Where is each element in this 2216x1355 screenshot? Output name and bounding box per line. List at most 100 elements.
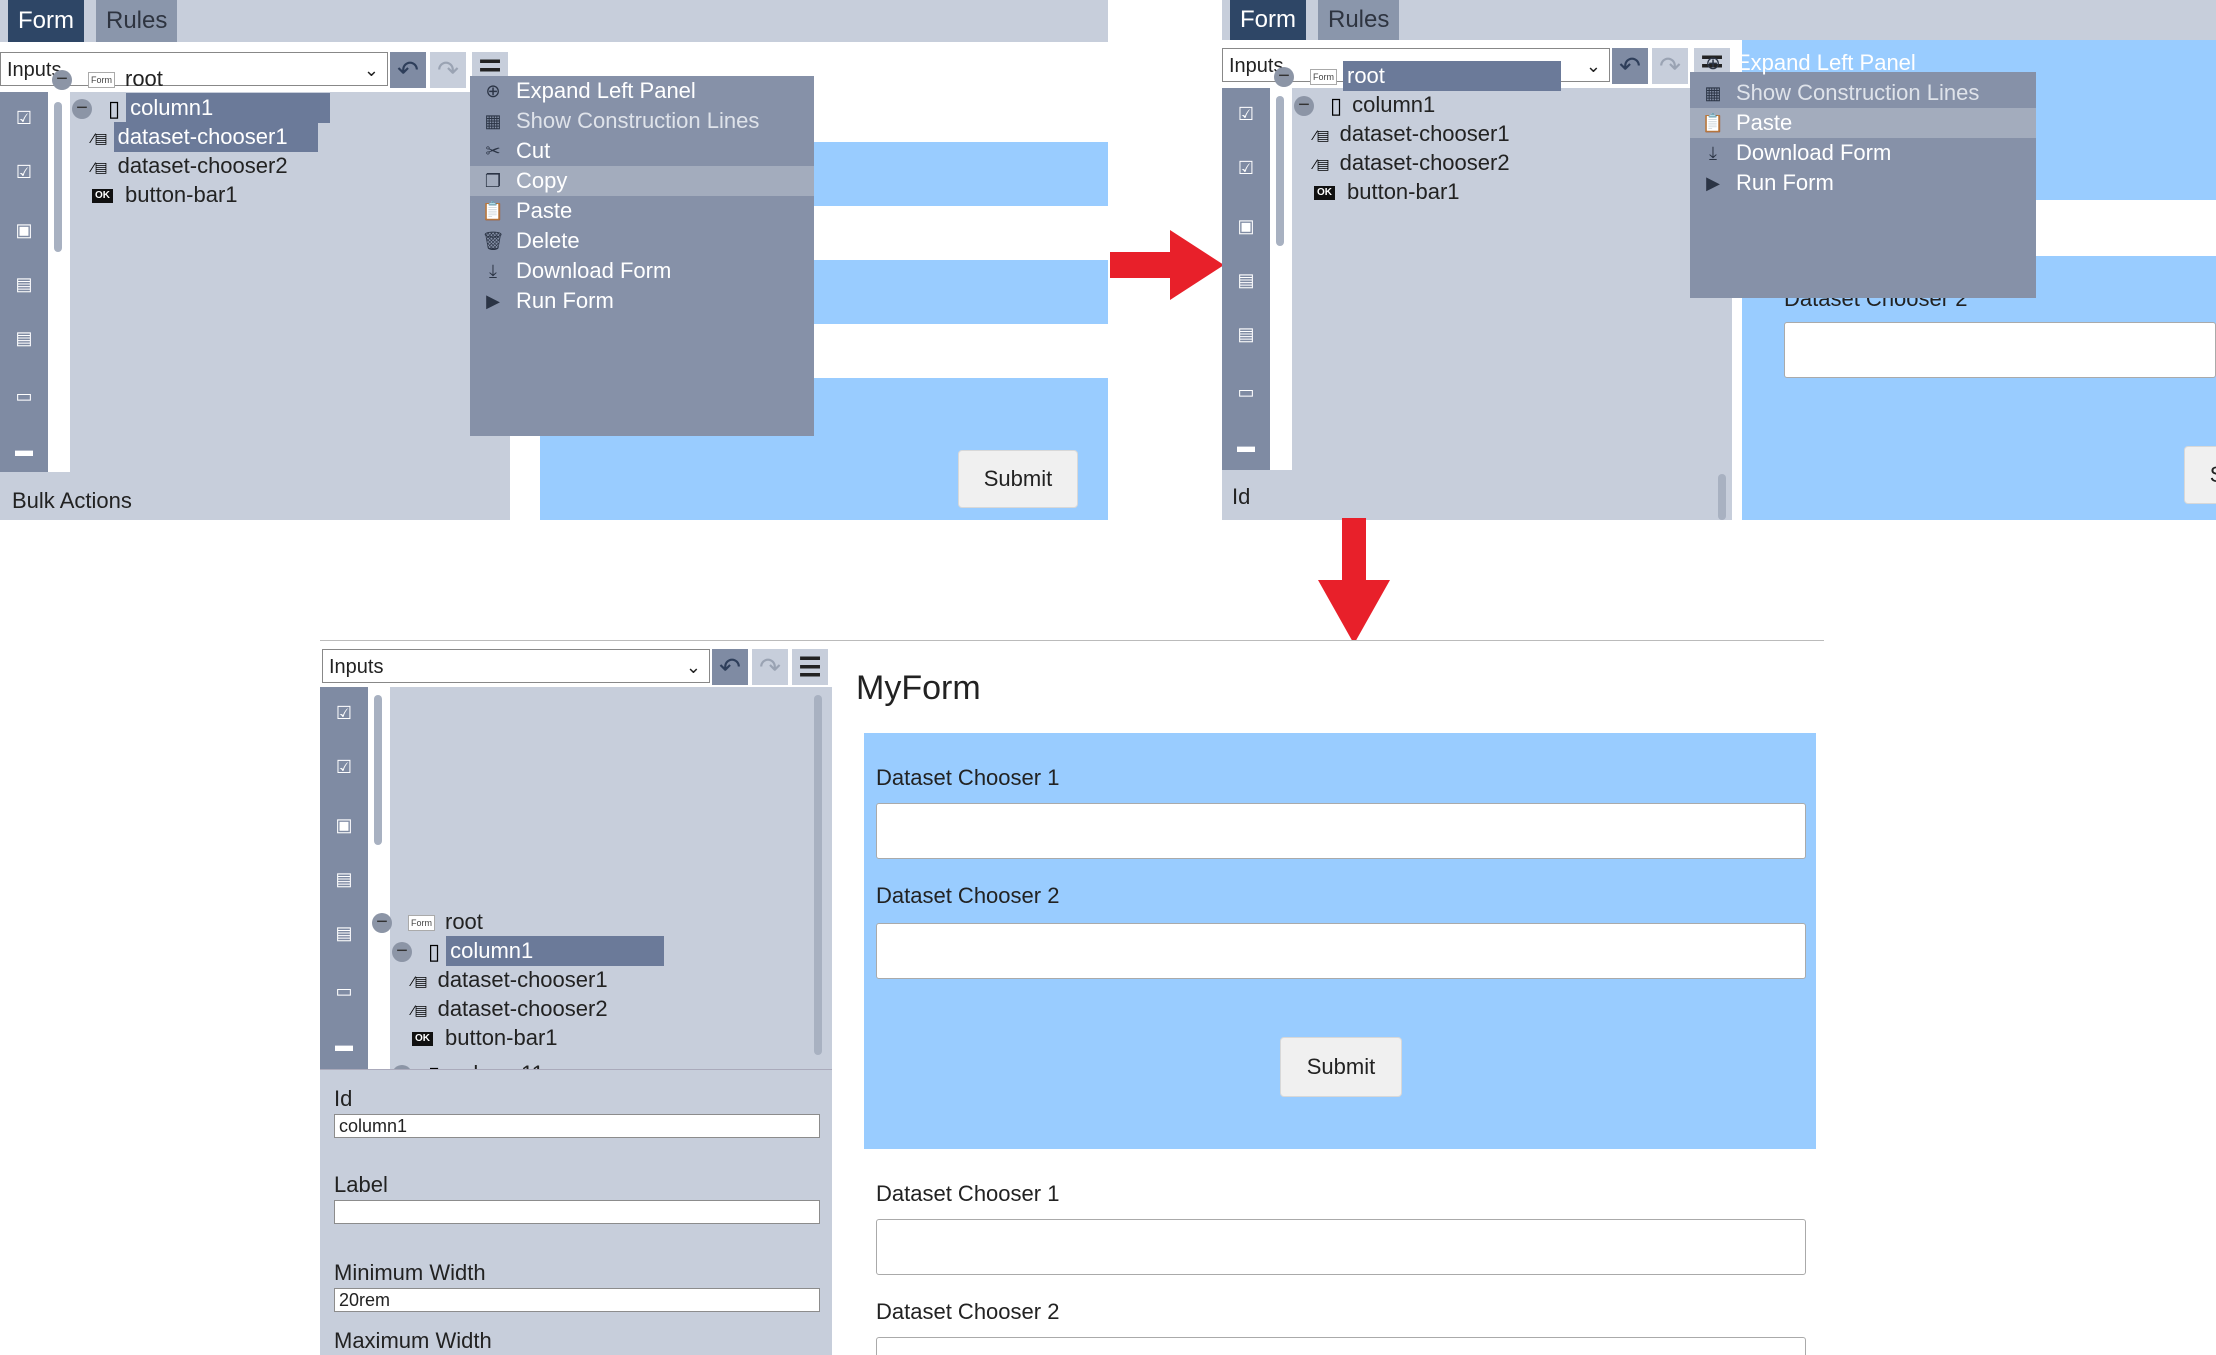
combo-tool-icon-3[interactable]: ▭ (335, 981, 353, 1001)
radio-tool-icon-3[interactable]: ☑ (335, 757, 353, 777)
dropdown-tool-icon-3[interactable]: ▤ (335, 869, 353, 889)
button-bar-icon: OK (412, 1032, 433, 1047)
tree-node-label: dataset-chooser2 (437, 996, 608, 1021)
max-width-label: Maximum Width (334, 1328, 492, 1353)
tree-scrollbar-3[interactable] (814, 695, 822, 1055)
tree-node-dataset-chooser2[interactable]: ⁄▤dataset-chooser2 (92, 151, 292, 181)
id-label-2: Id (1232, 484, 1251, 509)
collapse-icon[interactable]: − (392, 941, 412, 963)
chevron-down-icon-2: ⌄ (1585, 56, 1601, 76)
context-menu (470, 76, 814, 436)
collapse-icon[interactable]: − (52, 69, 72, 91)
palette-scrollbar-3[interactable] (374, 695, 382, 845)
collapse-icon[interactable]: − (1294, 95, 1314, 117)
min-width-input[interactable]: 20rem (334, 1288, 820, 1312)
menu-item-copy[interactable]: ❐Copy (470, 166, 814, 196)
dropdown-tool-icon-2[interactable]: ▤ (1237, 270, 1255, 290)
palette-scrollbar[interactable] (54, 102, 62, 252)
redo-button-3[interactable]: ↷ (752, 649, 788, 685)
dataset-chooser-icon: ⁄▤ (412, 973, 428, 990)
menu-item-show-construction-lines[interactable]: ▦Show Construction Lines (1690, 78, 2036, 108)
menu-item-run-form[interactable]: ▶Run Form (470, 286, 814, 316)
combo-tool-icon-2[interactable]: ▭ (1237, 382, 1255, 402)
undo-button-3[interactable]: ↶ (712, 649, 748, 685)
menu-item-run-form[interactable]: ▶Run Form (1690, 168, 2036, 198)
checkbox-tool-icon[interactable]: ☑ (15, 108, 33, 128)
collapse-icon[interactable]: − (1274, 66, 1294, 88)
undo-button[interactable]: ↶ (390, 52, 426, 88)
date-tool-icon[interactable]: ▬ (15, 440, 33, 460)
dataset-chooser-icon: ⁄▤ (1314, 127, 1330, 144)
checkbox-tool-icon-2[interactable]: ☑ (1237, 104, 1255, 124)
dataset-chooser-11-input[interactable] (876, 1219, 1806, 1275)
collapse-icon[interactable]: − (72, 98, 92, 120)
radio-tool-icon[interactable]: ☑ (15, 162, 33, 182)
element-type-select-3[interactable]: Inputs ⌄ (322, 649, 710, 683)
tab-form[interactable]: Form (8, 0, 84, 42)
date-tool-icon-2[interactable]: ▬ (1237, 436, 1255, 456)
date-tool-icon-3[interactable]: ▬ (335, 1035, 353, 1055)
arrow-down-icon (1318, 518, 1390, 644)
chooser-tool-icon[interactable]: ▣ (15, 220, 33, 240)
dataset-chooser-1-input[interactable] (876, 803, 1806, 859)
checkbox-tool-icon-3[interactable]: ☑ (335, 703, 353, 723)
menu-item-expand-left-panel[interactable]: ⊕Expand Left Panel (1690, 48, 2036, 78)
column1-submit-button[interactable]: Submit (1280, 1037, 1402, 1097)
redo-button-2[interactable]: ↷ (1652, 48, 1688, 84)
menu-item-label: Show Construction Lines (516, 108, 760, 133)
chooser-tool-icon-2[interactable]: ▣ (1237, 216, 1255, 236)
submit-button-2[interactable]: Submit (2184, 446, 2216, 504)
form-preview-blue-bottom-2 (1742, 256, 2216, 520)
submit-button[interactable]: Submit (958, 450, 1078, 508)
grid-icon: ▦ (484, 111, 502, 131)
tree-node-dataset-chooser2[interactable]: ⁄▤dataset-chooser2 (412, 994, 612, 1024)
list-tool-icon-3[interactable]: ▤ (335, 923, 353, 943)
id-input[interactable]: column1 (334, 1114, 820, 1138)
tab-rules[interactable]: Rules (96, 0, 178, 42)
menu-item-delete[interactable]: 🗑Delete (470, 226, 814, 256)
tree-node-label: dataset-chooser1 (437, 967, 608, 992)
tree-node-column1[interactable]: −▯column1 (392, 936, 665, 966)
dataset-chooser-21-input[interactable] (876, 1337, 1806, 1355)
redo-button[interactable]: ↷ (430, 52, 466, 88)
palette-scrollbar-2[interactable] (1276, 96, 1284, 246)
menu-button-3[interactable]: ☰ (792, 649, 828, 685)
dropdown-tool-icon[interactable]: ▤ (15, 274, 33, 294)
tab-form-2[interactable]: Form (1230, 0, 1306, 40)
menu-item-download-form[interactable]: ⤓Download Form (470, 256, 814, 286)
menu-item-download-form[interactable]: ⤓Download Form (1690, 138, 2036, 168)
select-value-2: Inputs (1229, 55, 1284, 77)
tab-rules-2[interactable]: Rules (1318, 0, 1400, 40)
tree-node-dataset-chooser1[interactable]: ⁄▤dataset-chooser1 (92, 122, 318, 152)
undo-button-2[interactable]: ↶ (1612, 48, 1648, 84)
dataset-chooser-2-input[interactable] (876, 923, 1806, 979)
label-input[interactable] (334, 1200, 820, 1224)
tool-palette-2: ☑ ☑ ▣ ▤ ▤ ▭ ▬ (1222, 88, 1270, 470)
tree-node-dataset-chooser1[interactable]: ⁄▤ dataset-chooser1 (412, 965, 612, 995)
tree-node-column1[interactable]: −▯column1 (1294, 90, 1439, 120)
menu-item-cut[interactable]: ✂Cut (470, 136, 814, 166)
tree-node-dataset-chooser2[interactable]: ⁄▤dataset-chooser2 (1314, 148, 1514, 178)
radio-tool-icon-2[interactable]: ☑ (1237, 158, 1255, 178)
menu-item-paste[interactable]: 📋Paste (470, 196, 814, 226)
column-icon: ▯ (428, 939, 441, 965)
menu-item-paste[interactable]: 📋Paste (1690, 108, 2036, 138)
tree-node-label: dataset-chooser1 (113, 122, 318, 152)
collapse-icon[interactable]: − (372, 912, 392, 934)
tree-node-column1[interactable]: −▯column1 (72, 93, 331, 123)
list-tool-icon[interactable]: ▤ (15, 328, 33, 348)
combo-tool-icon[interactable]: ▭ (15, 386, 33, 406)
menu-item-expand-left-panel[interactable]: ⊕Expand Left Panel (470, 76, 814, 106)
chooser-tool-icon-3[interactable]: ▣ (335, 815, 353, 835)
properties-scrollbar-2[interactable] (1718, 474, 1726, 520)
menu-item-show-construction-lines[interactable]: ▦ Show Construction Lines (470, 106, 814, 136)
list-tool-icon-2[interactable]: ▤ (1237, 324, 1255, 344)
partial-field-input[interactable] (1784, 322, 2216, 378)
tree-node-dataset-chooser1[interactable]: ⁄▤dataset-chooser1 (1314, 119, 1514, 149)
